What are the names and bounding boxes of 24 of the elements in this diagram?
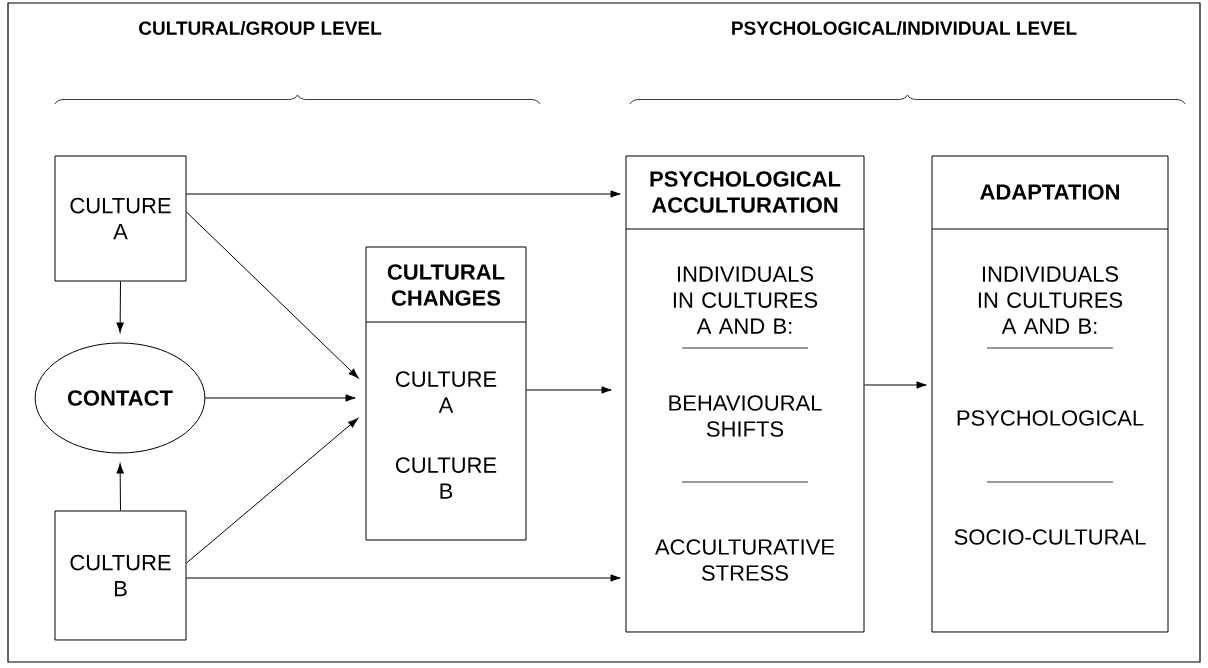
box-heading: CULTURAL CHANGES — [387, 264, 505, 306]
box-text: ACCULTURATIVE STRESS — [655, 539, 835, 581]
arrow — [864, 381, 927, 389]
culture-box: CULTURE B — [54, 510, 187, 641]
arrow — [526, 386, 612, 394]
level-heading: PSYCHOLOGICAL/INDIVIDUAL LEVEL — [732, 20, 1077, 36]
box-text: BEHAVIOURAL SHIFTS — [669, 395, 822, 437]
box-text: PSYCHOLOGICAL — [957, 410, 1144, 426]
box-text: SOCIO-CULTURAL — [954, 529, 1146, 545]
box-text: INDIVIDUALS IN CULTURES A AND B: — [978, 266, 1123, 334]
box-heading: PSYCHOLOGICAL ACCULTURATION — [650, 171, 841, 213]
arrow — [186, 574, 621, 582]
arrow — [186, 418, 359, 564]
box-text: CULTURE A — [396, 371, 497, 413]
level-heading: CULTURAL/GROUP LEVEL — [139, 20, 382, 36]
arrow — [204, 394, 356, 402]
arrow — [116, 463, 124, 511]
arrow — [186, 190, 621, 198]
box-heading: ADAPTATION — [980, 184, 1119, 200]
box-text: CULTURE B — [396, 457, 497, 499]
culture-box: CULTURE A — [54, 155, 187, 282]
arrow — [186, 211, 359, 379]
arrow — [116, 281, 124, 333]
box-text: INDIVIDUALS IN CULTURES A AND B: — [673, 266, 818, 334]
